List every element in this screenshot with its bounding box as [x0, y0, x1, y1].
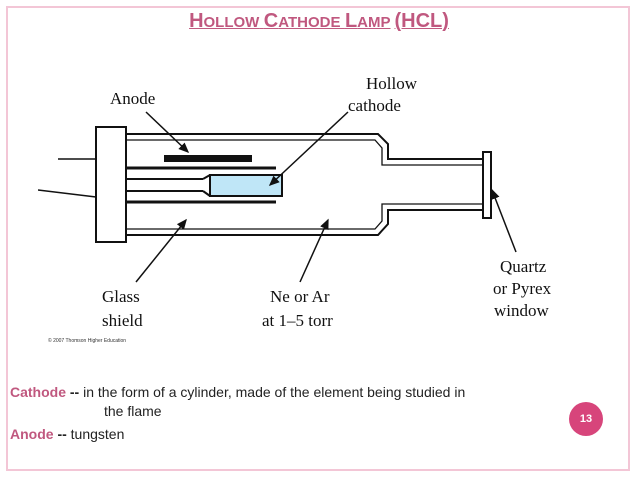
- arrow-gas: [299, 218, 329, 283]
- anode-rod: [164, 155, 252, 162]
- glass-envelope-inner: [126, 139, 483, 230]
- label-cathode: cathode: [348, 96, 401, 115]
- title-initial: L: [344, 10, 358, 32]
- slide-frame: [6, 6, 630, 471]
- hollow-cathode-cup: [209, 174, 283, 197]
- arrow-hollow-cathode: [268, 111, 349, 187]
- arrow-window: [491, 188, 517, 253]
- lamp-base: [95, 126, 127, 243]
- hcl-diagram: Anode Hollow cathode Glass shield Ne or …: [38, 72, 558, 346]
- title-rest: AMP: [357, 14, 391, 31]
- term-cathode: Cathode: [10, 384, 66, 400]
- anode-separator: --: [57, 426, 67, 442]
- label-gas: Ne or Ar: [270, 287, 330, 306]
- cathode-separator: --: [69, 384, 80, 400]
- lead-wire-lower: [38, 189, 97, 198]
- slide-title: HOLLOW CATHODE LAMP(HCL): [0, 10, 638, 33]
- title-rest: ATHODE: [278, 14, 341, 31]
- label-glass: Glass: [102, 287, 140, 306]
- copyright-text: © 2007 Thomson Higher Education: [48, 337, 126, 344]
- bullet-anode: Anode -- tungsten: [10, 425, 570, 444]
- page-number-badge: 13: [569, 402, 603, 436]
- label-hollow: Hollow: [366, 74, 418, 93]
- quartz-window: [482, 151, 492, 219]
- label-pressure: at 1–5 torr: [262, 311, 333, 330]
- label-or-pyrex: or Pyrex: [493, 279, 552, 298]
- cathode-text-line2: the flame: [104, 403, 162, 419]
- term-anode: Anode: [10, 426, 54, 442]
- anode-text: tungsten: [70, 426, 125, 442]
- label-window: window: [494, 301, 550, 320]
- glass-envelope: [126, 133, 484, 236]
- title-initial: C: [263, 10, 279, 32]
- title-rest: OLLOW: [203, 14, 260, 31]
- bullet-cathode: Cathode -- in the form of a cylinder, ma…: [10, 383, 570, 421]
- arrow-glass-shield: [135, 218, 187, 283]
- arrow-anode: [145, 111, 190, 154]
- title-abbrev: (HCL): [394, 10, 449, 32]
- slide-body: Cathode -- in the form of a cylinder, ma…: [10, 383, 570, 444]
- label-quartz: Quartz: [500, 257, 547, 276]
- cathode-flare: [202, 174, 211, 197]
- title-initial: H: [189, 10, 204, 32]
- label-anode: Anode: [110, 89, 155, 108]
- label-shield: shield: [102, 311, 143, 330]
- title-main: HOLLOW CATHODE LAMP: [189, 10, 391, 32]
- cathode-text-line1: in the form of a cylinder, made of the e…: [83, 384, 466, 400]
